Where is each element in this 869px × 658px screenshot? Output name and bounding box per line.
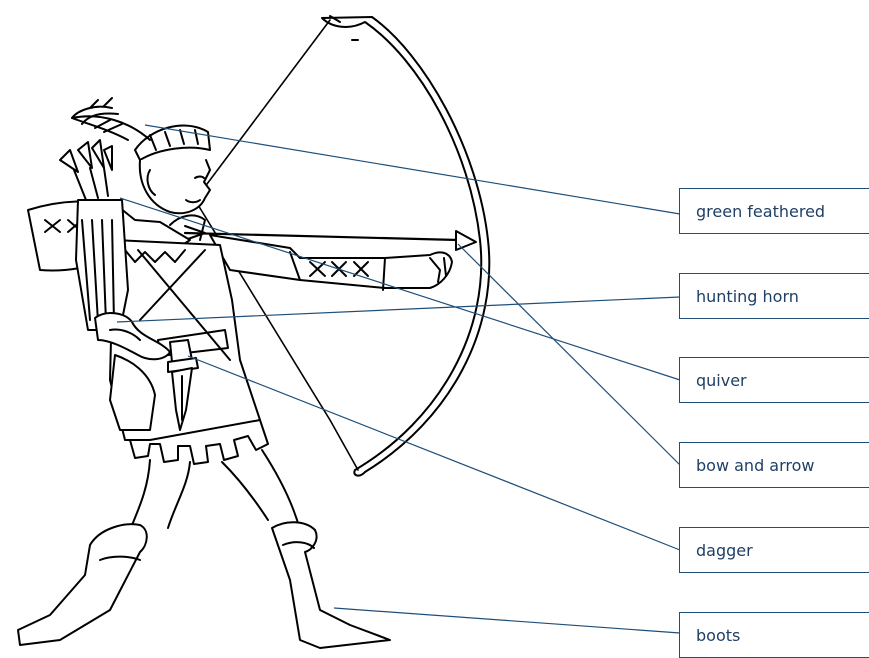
legs-drawing bbox=[129, 449, 301, 531]
leader-lines bbox=[116, 124, 681, 634]
label-text-hunting-horn: hunting horn bbox=[696, 286, 799, 306]
label-text-dagger: dagger bbox=[696, 540, 753, 560]
quiver-drawing bbox=[75, 199, 129, 331]
head-drawing bbox=[138, 159, 211, 215]
leader-line-bow-and-arrow bbox=[457, 243, 681, 466]
leader-line-quiver bbox=[119, 197, 681, 381]
label-dagger: dagger bbox=[679, 527, 869, 573]
bow-drawing bbox=[194, 15, 491, 477]
label-bow-and-arrow: bow and arrow bbox=[679, 442, 869, 488]
label-text-green-feathered: green feathered bbox=[696, 201, 826, 221]
label-text-bow-and-arrow: bow and arrow bbox=[696, 455, 815, 475]
boots-drawing bbox=[17, 521, 391, 649]
horn-pouch-drawing bbox=[94, 312, 171, 431]
label-boots: boots bbox=[679, 612, 869, 658]
dagger-drawing bbox=[167, 339, 199, 431]
leader-line-boots bbox=[333, 607, 681, 634]
bow-arm bbox=[209, 234, 453, 291]
label-quiver: quiver bbox=[679, 357, 869, 403]
label-text-quiver: quiver bbox=[696, 370, 747, 390]
label-text-boots: boots bbox=[696, 625, 741, 645]
leader-line-green-feathered bbox=[144, 124, 681, 215]
leader-line-dagger bbox=[187, 355, 681, 551]
quiver-arrows-drawing bbox=[59, 139, 113, 201]
label-green-feathered: green feathered bbox=[679, 188, 869, 234]
leader-line-hunting-horn bbox=[116, 296, 681, 323]
hat-drawing bbox=[71, 97, 211, 161]
label-hunting-horn: hunting horn bbox=[679, 273, 869, 319]
